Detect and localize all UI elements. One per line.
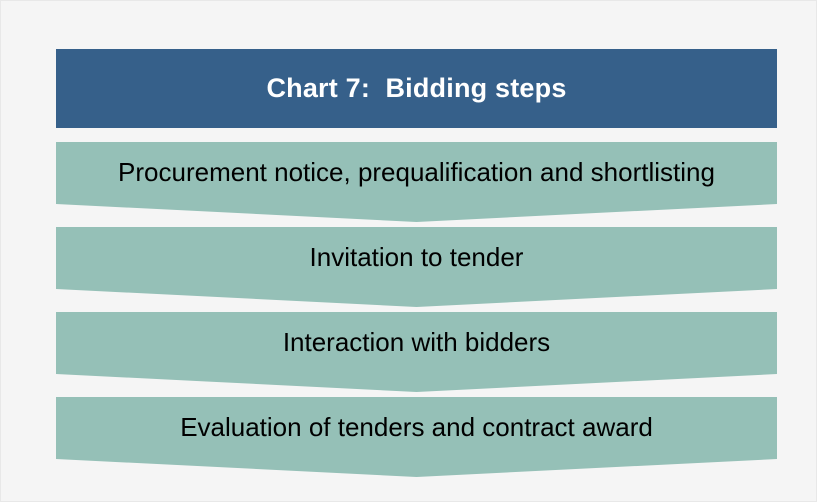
chart-title-banner: Chart 7: Bidding steps xyxy=(56,49,777,128)
chevron-down-icon xyxy=(56,227,777,307)
chevron-down-icon xyxy=(56,397,777,477)
chevron-down-icon xyxy=(56,142,777,222)
page-title: Chart 7: Bidding steps xyxy=(266,72,567,103)
process-step-1[interactable]: Procurement notice, prequalification and… xyxy=(56,142,777,222)
process-step-2[interactable]: Invitation to tender xyxy=(56,227,777,307)
process-step-3[interactable]: Interaction with bidders xyxy=(56,312,777,392)
chevron-down-icon xyxy=(56,312,777,392)
process-step-4[interactable]: Evaluation of tenders and contract award xyxy=(56,397,777,477)
